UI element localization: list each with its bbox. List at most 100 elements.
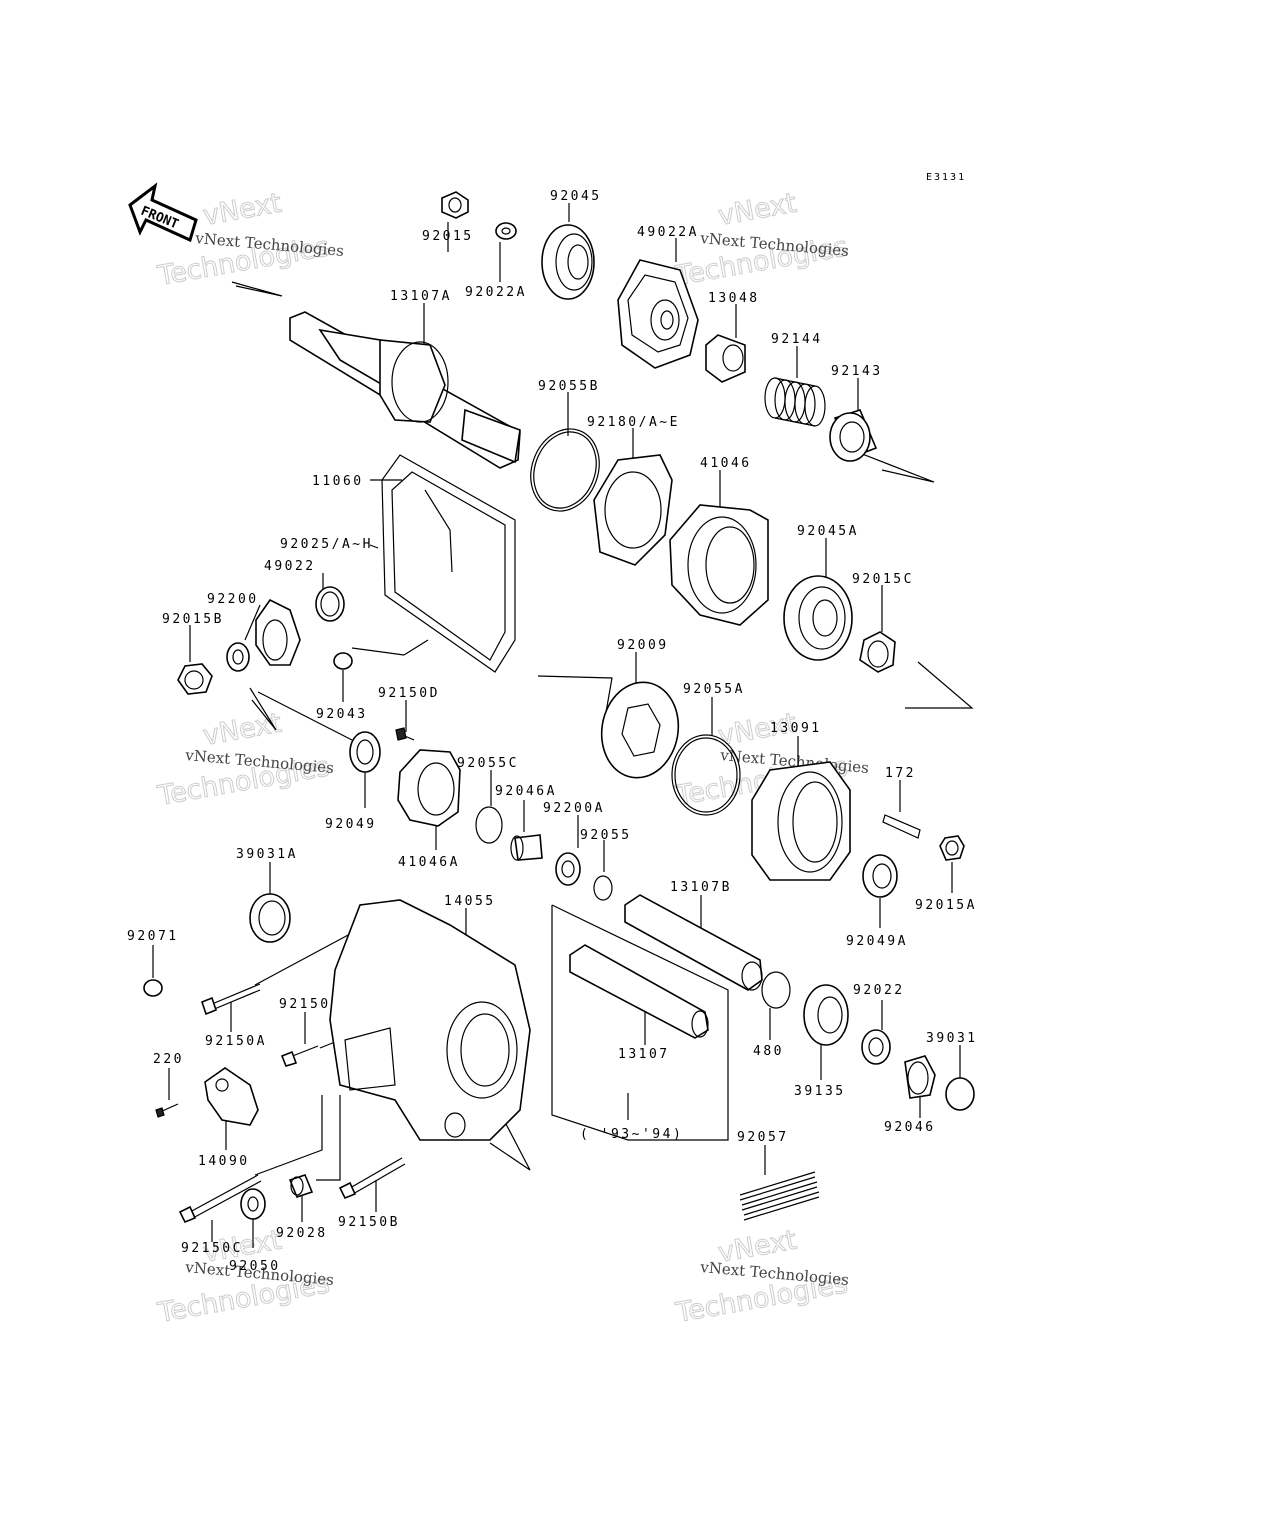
watermark-line1: vNext xyxy=(201,188,284,232)
part-49022A-gear-icon xyxy=(617,259,699,369)
part-92143-collar-icon xyxy=(829,409,878,462)
part-13107-shaft-icon xyxy=(569,944,709,1039)
part-14090-cover-icon xyxy=(204,1067,259,1126)
label-92015: 92015 xyxy=(422,229,474,244)
part-92015-icon xyxy=(441,191,469,219)
part-41046-housing-icon xyxy=(669,504,769,626)
label-92055A: 92055A xyxy=(683,682,745,697)
label-220: 220 xyxy=(153,1052,184,1067)
label-11060: 11060 xyxy=(312,474,364,489)
label-92046A: 92046A xyxy=(495,784,557,799)
label-13107B: 13107B xyxy=(670,880,732,895)
label-92022: 92022 xyxy=(853,983,905,998)
part-39135-gear-icon xyxy=(803,984,849,1046)
label-92050: 92050 xyxy=(229,1259,281,1274)
part-92028-collar-icon xyxy=(288,1174,314,1198)
part-92045-icon xyxy=(541,224,595,300)
label-92049A: 92049A xyxy=(846,934,908,949)
part-92009-seal-icon xyxy=(600,681,680,779)
label-92046: 92046 xyxy=(884,1120,936,1135)
label-39031A: 39031A xyxy=(236,847,298,862)
part-labels: 92015 92022A 92045 49022A 13048 92144 92… xyxy=(127,189,978,1274)
leader-lines xyxy=(152,203,974,1248)
label-92022A: 92022A xyxy=(465,285,527,300)
part-220-screw-icon xyxy=(155,1103,179,1118)
part-92050-seal-icon xyxy=(240,1188,266,1220)
label-14055: 14055 xyxy=(444,894,496,909)
part-92150-bolt-icon xyxy=(280,1045,319,1067)
part-13091-housing-icon xyxy=(751,761,851,881)
part-92043-pin-icon xyxy=(333,652,353,670)
label-92150D: 92150D xyxy=(378,686,440,701)
watermark-mid-left: vNext Technologies vNext Technologies xyxy=(154,707,334,812)
part-92055B-oring-icon xyxy=(530,428,600,512)
label-92015A: 92015A xyxy=(915,898,977,913)
label-41046A: 41046A xyxy=(398,855,460,870)
label-92055B: 92055B xyxy=(538,379,600,394)
label-92015C: 92015C xyxy=(852,572,914,587)
label-49022A: 49022A xyxy=(637,225,699,240)
part-92057-chain-icon xyxy=(739,1171,820,1221)
part-92144-spring-icon xyxy=(764,377,826,427)
label-49022: 49022 xyxy=(264,559,316,574)
label-39031: 39031 xyxy=(926,1031,978,1046)
part-92055-oring-icon xyxy=(593,875,613,901)
part-92150A-bolt-icon xyxy=(201,983,261,1016)
label-92200: 92200 xyxy=(207,592,259,607)
part-92015B-nut-icon xyxy=(177,663,213,695)
label-92009: 92009 xyxy=(617,638,669,653)
part-92015A-nut-icon xyxy=(939,835,965,861)
part-172-stud-icon xyxy=(882,814,921,839)
label-13107A: 13107A xyxy=(390,289,452,304)
part-92200A-washer-icon xyxy=(555,852,581,886)
part-49022-gear-icon xyxy=(255,598,301,666)
watermark-top-left: vNext Technologies vNext Technologies xyxy=(154,187,344,292)
label-92045A: 92045A xyxy=(797,524,859,539)
label-41046: 41046 xyxy=(700,456,752,471)
part-92200-washer-icon xyxy=(226,642,250,672)
part-13107A-shaft-icon xyxy=(289,311,521,469)
part-92045A-bearing-icon xyxy=(783,575,853,661)
watermark-line1: vNext xyxy=(201,708,284,752)
label-92055: 92055 xyxy=(580,828,632,843)
part-92022A-icon xyxy=(495,222,517,240)
label-92144: 92144 xyxy=(771,332,823,347)
label-92043: 92043 xyxy=(316,707,368,722)
label-92200A: 92200A xyxy=(543,801,605,816)
watermark-top-right: vNext Technologies vNext Technologies xyxy=(672,187,850,292)
label-92015B: 92015B xyxy=(162,612,224,627)
part-13048-icon xyxy=(705,334,746,383)
label-39135: 39135 xyxy=(794,1084,846,1099)
part-92046-bearing-icon xyxy=(904,1055,936,1099)
label-92055C: 92055C xyxy=(457,756,519,771)
watermark-line1: vNext xyxy=(716,188,799,232)
part-92071-cap-icon xyxy=(143,979,163,997)
label-13048: 13048 xyxy=(708,291,760,306)
label-92180: 92180/A~E xyxy=(587,415,680,430)
front-arrow-icon: FRONT xyxy=(128,182,198,243)
label-92057: 92057 xyxy=(737,1130,789,1145)
label-14090: 14090 xyxy=(198,1154,250,1169)
label-13091: 13091 xyxy=(770,721,822,736)
label-480: 480 xyxy=(753,1044,784,1059)
part-14055-case-icon xyxy=(329,899,531,1141)
label-13107: 13107 xyxy=(618,1047,670,1062)
part-39031-plug-icon xyxy=(945,1077,975,1111)
part-92049-seal-icon xyxy=(349,731,381,773)
label-92049: 92049 xyxy=(325,817,377,832)
part-41046A-housing-icon xyxy=(397,749,461,827)
part-92055C-oring-icon xyxy=(475,806,503,844)
part-92046A-bearing-icon xyxy=(510,834,543,861)
label-92143: 92143 xyxy=(831,364,883,379)
part-39031A-seal-icon xyxy=(249,893,291,943)
label-92150B: 92150B xyxy=(338,1215,400,1230)
label-92071: 92071 xyxy=(127,929,179,944)
part-92049A-seal-icon xyxy=(862,854,898,898)
part-13107B-shaft-icon xyxy=(624,894,763,991)
part-92022-washer-icon xyxy=(861,1029,891,1065)
label-92025: 92025/A~H xyxy=(280,537,373,552)
part-92150C-bolt-icon xyxy=(178,1174,262,1224)
label-92028: 92028 xyxy=(276,1226,328,1241)
diagram-code: E3131 xyxy=(926,172,966,183)
part-92025-shim-icon xyxy=(315,586,345,622)
